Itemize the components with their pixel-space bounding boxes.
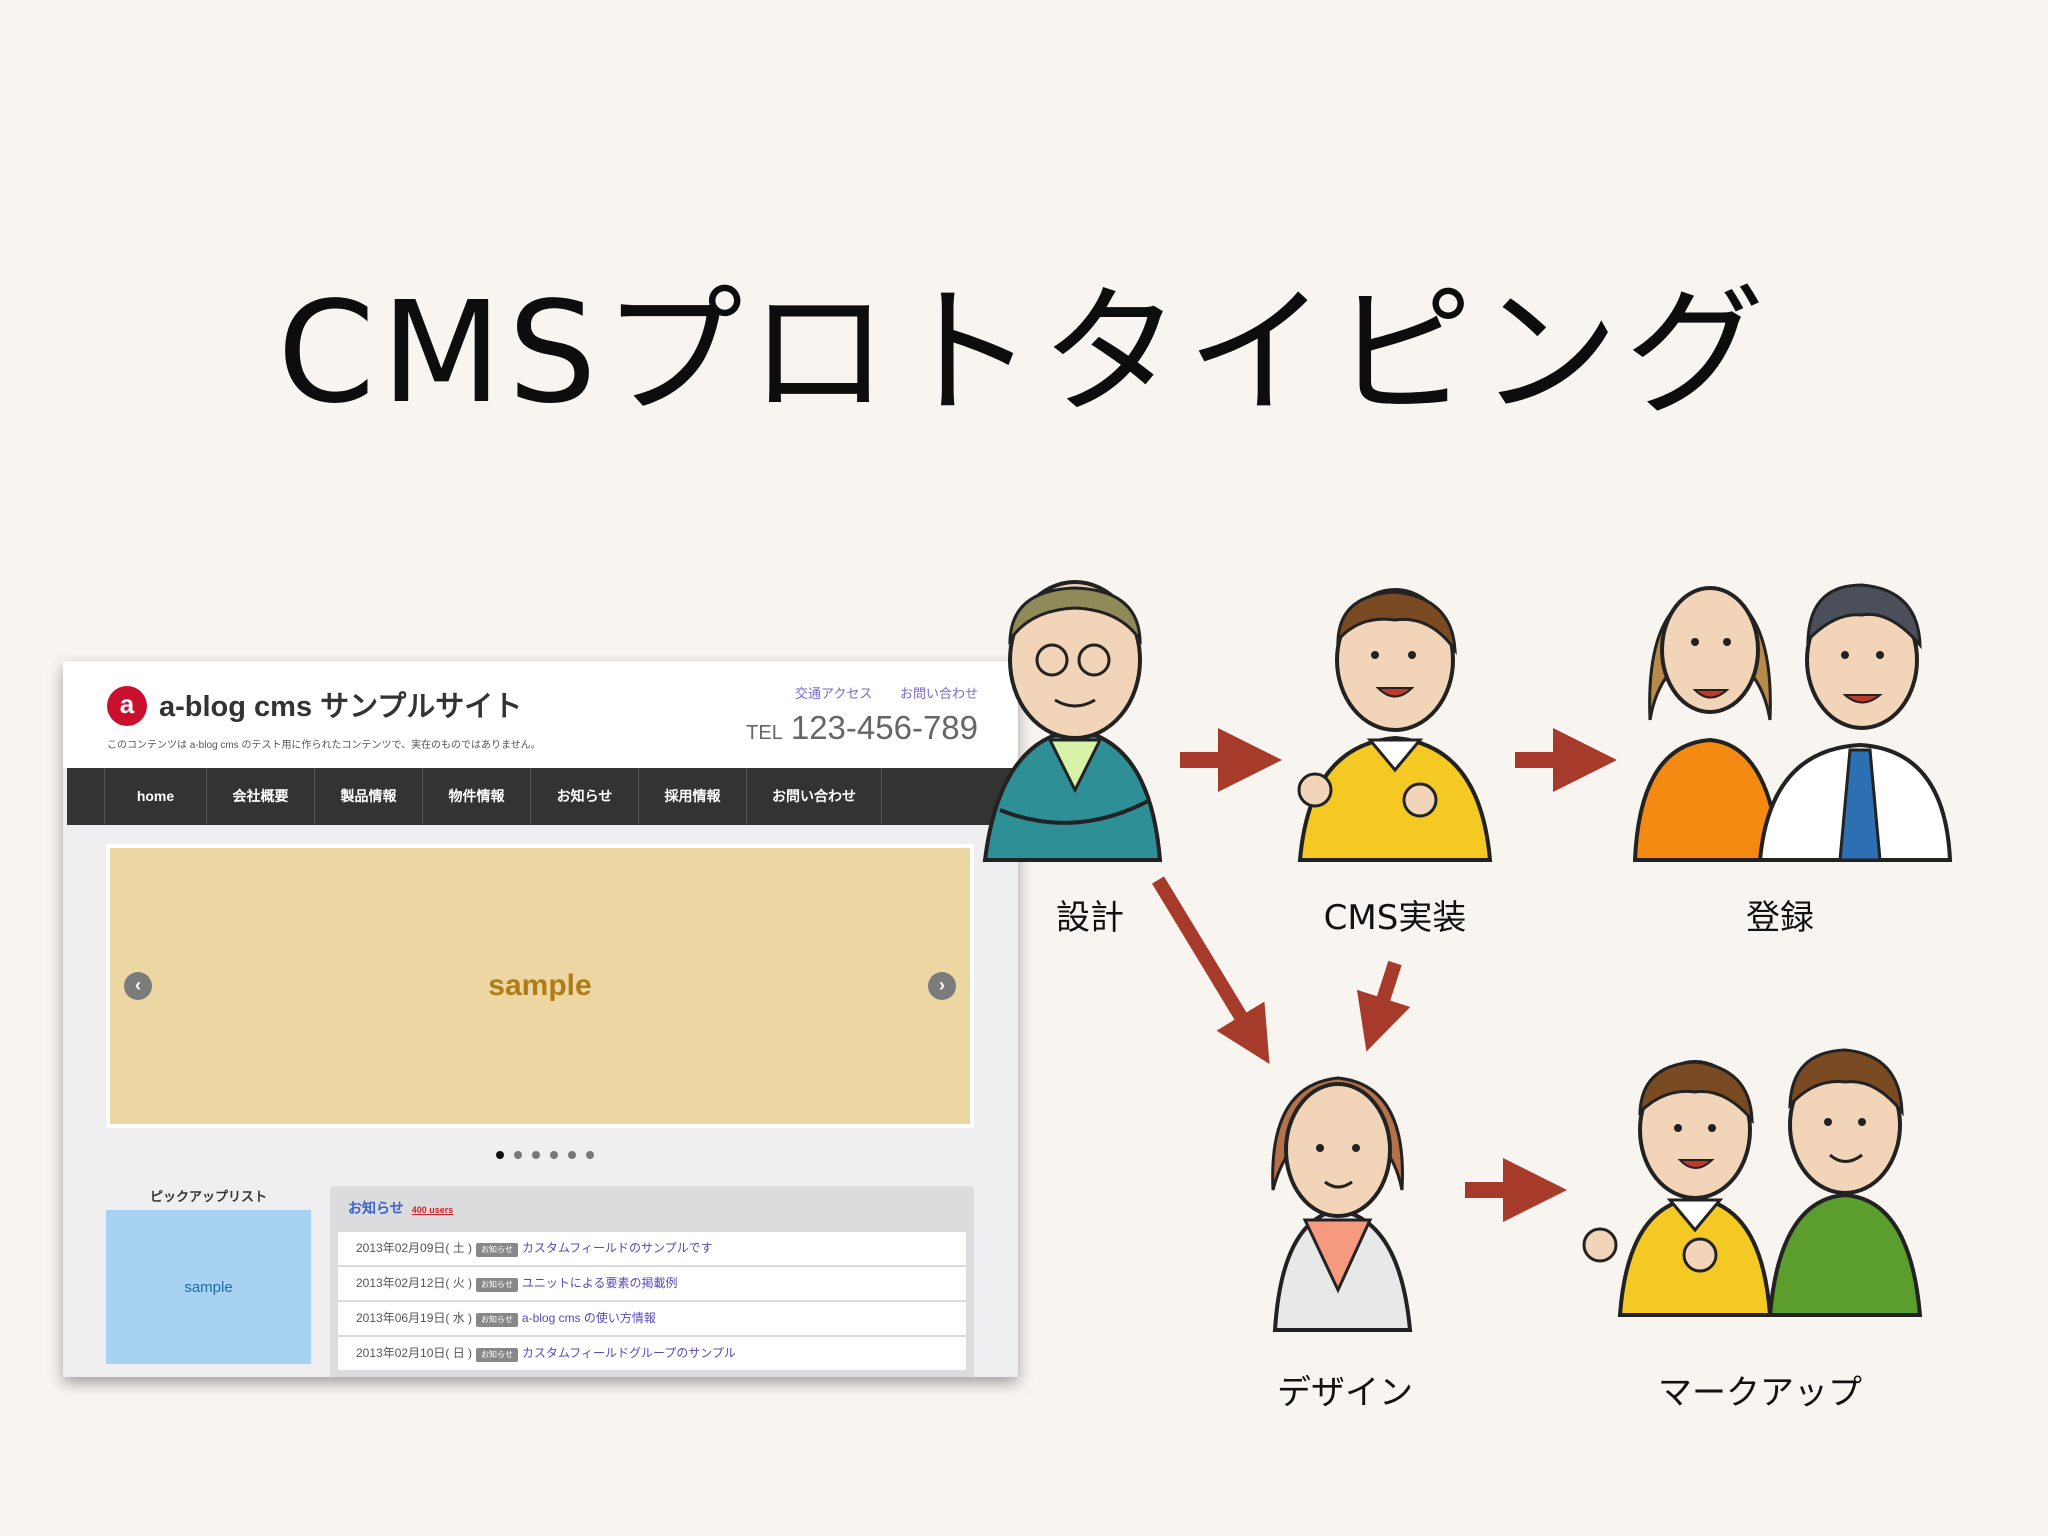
news-header: お知らせ 400 users [348,1198,453,1218]
nav-products[interactable]: 製品情報 [315,768,423,825]
nav-contact[interactable]: お問い合わせ [747,768,882,825]
news-link[interactable]: a-blog cms の使い方情報 [521,1311,656,1325]
slider-text: sample [488,969,592,1002]
news-users-badge[interactable]: 400 users [411,1205,454,1215]
label-spec: 設計 [1056,898,1124,938]
nav-home[interactable]: home [104,768,207,825]
news-link[interactable]: ユニットによる要素の掲載例 [521,1276,678,1290]
label-cms: CMS実装 [1323,898,1467,938]
news-link[interactable]: カスタムフィールドグループのサンプル [521,1346,736,1360]
news-row: 2013年02月09日( 土 )お知らせカスタムフィールドのサンプルです [338,1232,966,1267]
tel-label: TEL [746,722,783,744]
tel-number: 123-456-789 [790,709,978,746]
label-design: デザイン [1277,1373,1413,1413]
site-description: このコンテンツは a-blog cms のテスト用に作られたコンテンツで、実在の… [107,740,541,751]
slider-dot[interactable] [568,1151,576,1159]
slider-dot[interactable] [514,1151,522,1159]
access-link[interactable]: 交通アクセス [795,686,873,701]
slider-prev-icon[interactable]: ‹ [124,972,152,1000]
slide-title: CMSプロトタイピング [277,272,1771,435]
hero-slider: sample ‹ › [106,844,974,1128]
slider-dot[interactable] [532,1151,540,1159]
slider-next-icon[interactable]: › [928,972,956,1000]
site-top-links: 交通アクセス お問い合わせ [771,683,978,702]
news-row: 2013年02月10日( 日 )お知らせカスタムフィールドグループのサンプル [338,1337,966,1372]
news-date: 2013年02月09日( 土 ) [356,1241,473,1255]
slider-dot[interactable] [550,1151,558,1159]
news-tag: お知らせ [476,1243,518,1257]
news-title: お知らせ [348,1200,404,1216]
nav-company[interactable]: 会社概要 [207,768,315,825]
site-tel: TEL 123-456-789 [746,709,978,747]
pickup-title: ピックアップリスト [149,1189,267,1204]
person-design-icon [1271,1076,1413,1332]
person-cms-icon [1297,588,1493,862]
pickup-item[interactable]: sample [106,1210,311,1364]
slider-dot[interactable] [586,1151,594,1159]
site-header: a a-blog cms サンプルサイト このコンテンツは a-blog cms… [63,661,1018,768]
news-tag: お知らせ [476,1278,518,1292]
label-markup: マークアップ [1658,1373,1862,1413]
news-date: 2013年02月10日( 日 ) [356,1346,473,1360]
news-tag: お知らせ [476,1348,518,1362]
news-tag: お知らせ [476,1313,518,1327]
news-date: 2013年06月19日( 水 ) [356,1311,473,1325]
person-registration-icon [1632,583,1953,862]
news-row: 2013年02月12日( 火 )お知らせユニットによる要素の掲載例 [338,1267,966,1302]
person-markup-icon [1582,1048,1923,1317]
label-registration: 登録 [1746,898,1814,938]
slider-dots [491,1146,599,1164]
arrow-spec-to-design [1152,876,1270,1064]
news-list: 2013年02月09日( 土 )お知らせカスタムフィールドのサンプルです 201… [338,1232,966,1372]
slider-dot[interactable] [496,1151,504,1159]
news-date: 2013年02月12日( 火 ) [356,1276,473,1290]
site-nav: home 会社概要 製品情報 物件情報 お知らせ 採用情報 お問い合わせ [67,768,1018,825]
website-screenshot: a a-blog cms サンプルサイト このコンテンツは a-blog cms… [63,661,1018,1377]
arrow-cms-to-design [1356,960,1411,1052]
news-link[interactable]: カスタムフィールドのサンプルです [521,1241,713,1255]
nav-recruit[interactable]: 採用情報 [639,768,747,825]
site-name[interactable]: a-blog cms サンプルサイト [159,691,523,723]
site-logo: a [107,686,147,726]
nav-news[interactable]: お知らせ [531,768,639,825]
contact-link[interactable]: お問い合わせ [899,686,978,701]
nav-properties[interactable]: 物件情報 [423,768,531,825]
